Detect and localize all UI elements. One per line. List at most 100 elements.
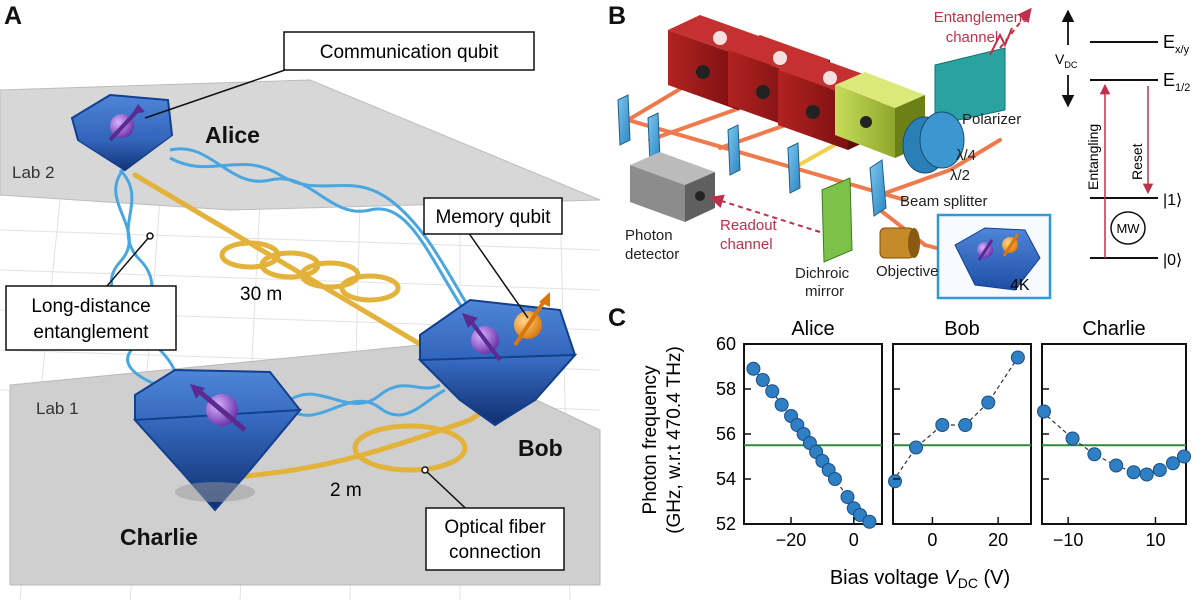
data-point [1152,463,1167,477]
x-axis-label: Bias voltage VDC (V) [830,567,1010,591]
lab2-label: Lab 2 [12,163,55,182]
data-point [1109,458,1124,473]
callout-leaders [94,69,529,521]
node-bob-label: Bob [518,435,563,461]
data-point [853,508,868,522]
reset-label: Reset [1129,143,1145,180]
panel-b: B [608,2,1190,300]
data-point [1139,467,1154,482]
x-tick-label: −20 [776,530,807,550]
subplot-frame [743,343,883,525]
y-axis-label-line2: (GHz, w.r.t 470.4 THz) [664,346,685,534]
lab1-label: Lab 1 [36,399,79,418]
quarter-wave-label: λ/4 [956,147,976,164]
panel-c-letter: C [608,304,626,332]
photon-detector-line2: detector [625,246,679,263]
fit-line [892,357,1019,482]
mw-cycle: MW [1110,211,1146,245]
callout-communication-text: Communication qubit [320,42,499,63]
callout-fiber: Optical fiber connection [425,507,565,571]
subplot-frame [1041,343,1187,525]
channel-arrows [709,7,1032,233]
data-point [1037,404,1051,419]
callout-communication: Communication qubit [283,31,535,71]
dichroic-line1: Dichroic [795,265,850,282]
dichroic-mirror [821,177,853,263]
callout-entanglement: Long-distance entanglement [5,285,177,351]
transition-arrows [1099,83,1154,258]
node-alice-label: Alice [205,122,260,148]
data-point [1165,456,1180,471]
callout-memory: Memory qubit [423,197,563,235]
level-exy-label: Ex/y [1163,32,1190,56]
data-point [1065,431,1080,446]
entangling-label: Entangling [1085,124,1101,190]
waveplates [902,111,965,174]
level-1-label: |1⟩ [1163,192,1182,209]
beam-splitter-label: Beam splitter [900,193,988,210]
panel-a: Communication qubit Memory qubit Long-di… [0,0,601,600]
distance-30m-label: 30 m [240,284,282,305]
charlie-gem [132,368,303,512]
data-point [862,514,877,529]
data-point [958,418,973,432]
alice-gem [70,93,174,172]
data-point [774,397,789,412]
data-point [909,440,923,455]
data-point [840,490,855,504]
node-charlie-label: Charlie [120,524,198,550]
x-tick-label: 0 [849,530,859,550]
subplot-charlie: Charlie −10 10 [1037,318,1191,550]
data-point [888,474,902,489]
readout-channel-line2: channel [720,236,773,253]
bob-gem [417,292,578,427]
panel-b-letter: B [608,2,626,30]
level-e12-label: E1/2 [1163,70,1190,94]
callout-memory-text: Memory qubit [435,207,551,228]
photon-detector [630,152,715,222]
data-point [1177,449,1191,464]
x-tick-label: 10 [1145,530,1165,550]
objective [879,227,920,259]
readout-channel-line1: Readout [720,217,778,234]
x-tick-label: −10 [1053,530,1084,550]
subplot-frame [892,343,1032,525]
mirrors [617,94,887,217]
polarizer [934,47,1006,126]
entanglement-channel-line1: Entanglement [934,9,1027,26]
data-point [1087,447,1102,462]
cryostat-box [936,213,1052,300]
half-wave-label: λ/2 [950,167,970,184]
data-point [1010,350,1025,365]
data-point [981,395,996,410]
data-point [935,418,950,432]
data-point [765,384,780,399]
y-tick-label: 54 [716,469,736,489]
panel-c: C Photon frequency (GHz, w.r.t 470.4 THz… [608,304,1191,591]
energy-levels [1090,41,1158,259]
y-axis-label-line1: Photon frequency [640,365,661,514]
y-tick-label: 56 [716,424,736,444]
data-point [827,472,842,486]
polarizer-label: Polarizer [962,111,1021,128]
y-tick-label: 60 [716,334,736,354]
callout-fiber-line1: Optical fiber [444,517,546,538]
subplot-title: Alice [791,318,834,340]
data-point [755,373,770,387]
data-point [1126,465,1141,480]
callout-entanglement-line2: entanglement [33,322,149,343]
y-tick-label: 52 [716,514,736,534]
mw-label: MW [1116,221,1140,236]
entanglement-channel-line2: channel [946,29,999,46]
data-point [746,361,761,376]
vdc-label: VDC [1055,51,1078,70]
callout-fiber-line2: connection [449,542,541,563]
subplot-title: Charlie [1082,318,1145,340]
x-tick-label: 0 [927,530,937,550]
callout-entanglement-line1: Long-distance [31,296,150,317]
dichroic-line2: mirror [805,283,844,300]
